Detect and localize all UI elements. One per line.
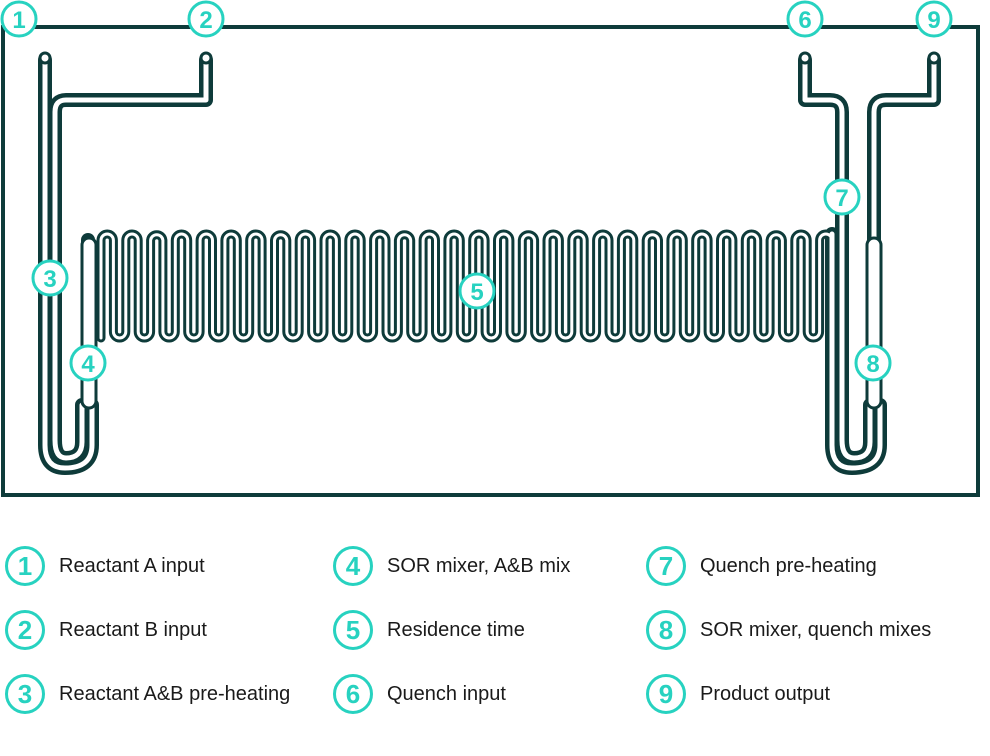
sor-mixer-left (80, 236, 98, 410)
legend-item-4: 4 SOR mixer, A&B mix (333, 542, 570, 590)
marker-9: 9 (915, 0, 953, 38)
legend-label: SOR mixer, A&B mix (387, 554, 571, 577)
legend-badge: 6 (333, 674, 373, 714)
svg-text:9: 9 (927, 7, 940, 34)
sor-mixer-right (865, 236, 883, 410)
svg-text:1: 1 (12, 7, 25, 34)
svg-text:5: 5 (470, 279, 483, 306)
marker-4: 4 (69, 344, 107, 382)
marker-2: 2 (187, 0, 225, 38)
legend-badge: 8 (646, 610, 686, 650)
legend-badge: 1 (5, 546, 45, 586)
marker-8: 8 (854, 344, 892, 382)
legend-label: SOR mixer, quench mixes (700, 618, 932, 641)
legend-badge: 7 (646, 546, 686, 586)
legend-item-3: 3 Reactant A&B pre-heating (5, 670, 290, 718)
legend-label: Reactant B input (59, 618, 207, 641)
marker-1: 1 (0, 0, 38, 38)
legend-label: Reactant A input (59, 554, 205, 577)
svg-text:7: 7 (835, 185, 848, 212)
port-9 (927, 51, 941, 65)
port-1 (38, 51, 52, 65)
ports (38, 51, 941, 65)
legend-item-2: 2 Reactant B input (5, 606, 207, 654)
legend-item-7: 7 Quench pre-heating (646, 542, 877, 590)
svg-text:8: 8 (866, 351, 879, 378)
marker-5: 5 (458, 272, 496, 310)
svg-text:4: 4 (81, 351, 95, 378)
legend-item-8: 8 SOR mixer, quench mixes (646, 606, 931, 654)
marker-6: 6 (786, 0, 824, 38)
diagram-markers: 1 2 3 4 5 6 7 8 (0, 0, 953, 382)
legend-label: Reactant A&B pre-heating (59, 682, 291, 705)
legend-label: Quench input (387, 682, 506, 705)
svg-text:6: 6 (798, 7, 811, 34)
legend-item-5: 5 Residence time (333, 606, 525, 654)
legend-label: Residence time (387, 618, 525, 641)
legend-badge: 2 (5, 610, 45, 650)
legend-item-9: 9 Product output (646, 670, 830, 718)
svg-text:3: 3 (43, 266, 56, 293)
port-2 (199, 51, 213, 65)
legend-item-1: 1 Reactant A input (5, 542, 205, 590)
legend-badge: 5 (333, 610, 373, 650)
port-6 (798, 51, 812, 65)
legend-label: Product output (700, 682, 831, 705)
legend-item-6: 6 Quench input (333, 670, 506, 718)
legend-badge: 3 (5, 674, 45, 714)
legend-badge: 9 (646, 674, 686, 714)
svg-text:2: 2 (199, 7, 212, 34)
marker-7: 7 (823, 178, 861, 216)
legend-label: Quench pre-heating (700, 554, 877, 577)
marker-3: 3 (31, 259, 69, 297)
legend-badge: 4 (333, 546, 373, 586)
